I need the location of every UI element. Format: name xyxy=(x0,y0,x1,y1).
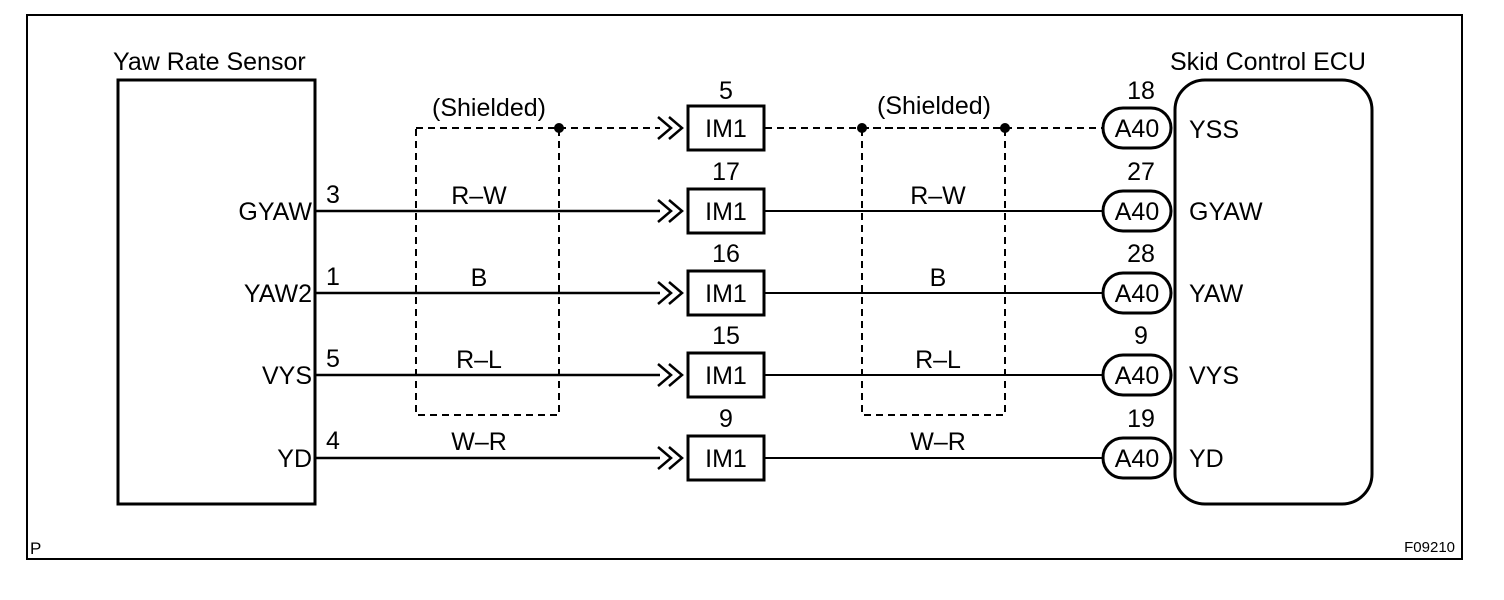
svg-text:IM1: IM1 xyxy=(705,280,747,308)
svg-text:A40: A40 xyxy=(1115,280,1159,308)
svg-text:16: 16 xyxy=(712,240,740,268)
ecu-pin-name: VYS xyxy=(1189,362,1239,390)
ecu-pin-name: YSS xyxy=(1189,116,1239,144)
sensor-pin-name: YAW2 xyxy=(244,280,312,308)
svg-text:9: 9 xyxy=(1134,322,1148,350)
svg-text:18: 18 xyxy=(1127,77,1155,105)
sensor-pin-number: 3 xyxy=(326,181,340,209)
wire-color-label: R–W xyxy=(910,182,966,210)
corner-mark: P xyxy=(30,539,41,558)
svg-text:5: 5 xyxy=(719,77,733,105)
im1-connector-row: IM1 17 xyxy=(656,158,766,235)
a40-connector-row: A40 28 xyxy=(1101,240,1173,315)
svg-text:9: 9 xyxy=(719,405,733,433)
im1-connector-row: IM1 5 xyxy=(656,77,766,152)
svg-text:A40: A40 xyxy=(1115,445,1159,473)
svg-text:IM1: IM1 xyxy=(705,115,747,143)
svg-text:19: 19 xyxy=(1127,405,1155,433)
diagram-frame xyxy=(26,14,1463,560)
sensor-pin-name: GYAW xyxy=(238,198,312,226)
wire-color-label: W–R xyxy=(451,428,507,456)
wire-color-label: B xyxy=(930,264,947,292)
sensor-pin-number: 4 xyxy=(326,427,340,455)
shield-ground-dot xyxy=(554,123,564,133)
shield-junction-dot xyxy=(857,123,867,133)
svg-text:15: 15 xyxy=(712,322,740,350)
sensor-pin-name: YD xyxy=(277,445,312,473)
a40-connector-row: A40 18 xyxy=(1101,77,1173,150)
wire-color-label: W–R xyxy=(910,428,966,456)
svg-text:A40: A40 xyxy=(1115,198,1159,226)
svg-text:A40: A40 xyxy=(1115,115,1159,143)
ecu-title: Skid Control ECU xyxy=(1170,48,1366,76)
svg-text:27: 27 xyxy=(1127,158,1155,186)
sensor-pin-number: 1 xyxy=(326,263,340,291)
a40-connector-row: A40 19 xyxy=(1101,405,1173,480)
svg-text:28: 28 xyxy=(1127,240,1155,268)
svg-text:IM1: IM1 xyxy=(705,362,747,390)
left-shield-label: (Shielded) xyxy=(432,94,546,122)
wire-color-label: R–W xyxy=(451,182,507,210)
svg-text:A40: A40 xyxy=(1115,362,1159,390)
wire-color-label: R–L xyxy=(915,346,961,374)
ecu-pin-name: GYAW xyxy=(1189,198,1263,226)
ecu-pin-name: YD xyxy=(1189,445,1224,473)
im1-connector-row: IM1 9 xyxy=(656,405,766,482)
sensor-title: Yaw Rate Sensor xyxy=(113,48,306,76)
wire-color-label: R–L xyxy=(456,346,502,374)
svg-text:IM1: IM1 xyxy=(705,198,747,226)
sensor-pin-name: VYS xyxy=(262,362,312,390)
skid-control-ecu-box xyxy=(1173,78,1374,506)
right-shield-label: (Shielded) xyxy=(877,92,991,120)
im1-connector-row: IM1 15 xyxy=(656,322,766,399)
wire-color-label: B xyxy=(471,264,488,292)
shield-junction-dot xyxy=(1000,123,1010,133)
a40-connector-row: A40 27 xyxy=(1101,158,1173,233)
im1-connector-row: IM1 16 xyxy=(656,240,766,317)
svg-text:17: 17 xyxy=(712,158,740,186)
sensor-pin-number: 5 xyxy=(326,345,340,373)
a40-connector-row: A40 9 xyxy=(1101,322,1173,397)
ecu-pin-name: YAW xyxy=(1189,280,1244,308)
svg-text:IM1: IM1 xyxy=(705,445,747,473)
figure-id: F09210 xyxy=(1404,539,1455,556)
